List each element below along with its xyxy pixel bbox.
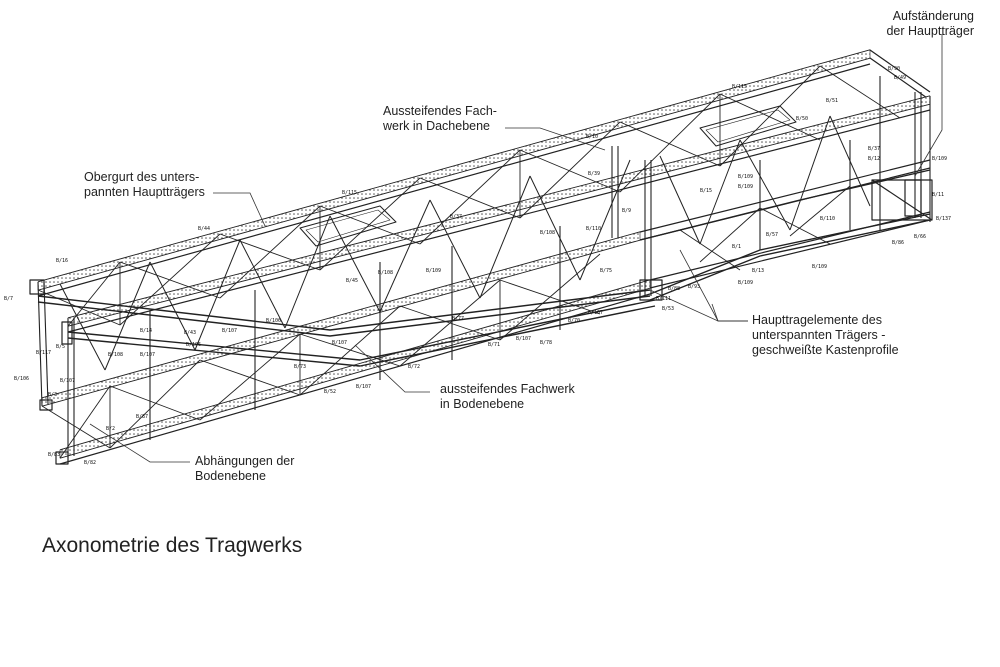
- member-tag: B/2: [106, 426, 115, 432]
- member-tag: B/106: [266, 318, 281, 324]
- member-tag: B/9: [622, 208, 631, 214]
- member-tag: B/51: [826, 98, 838, 104]
- member-tag: B/78: [540, 340, 552, 346]
- truss-axonometric-drawing: B/90 B/49 B/115 B/51 B/50 B/37 B/12 B/10…: [4, 34, 951, 466]
- callout-bodenebene: aussteifendes Fachwerk in Bodenebene: [440, 382, 575, 412]
- member-tag: B/107: [356, 384, 371, 390]
- member-tag: B/110: [820, 216, 835, 222]
- callout-line: Bodenebene: [195, 469, 266, 483]
- truss-structure: [29, 49, 933, 465]
- callout-line: pannten Hauptträgers: [84, 185, 205, 199]
- member-tag: B/117: [36, 350, 51, 356]
- member-tag: B/12: [868, 156, 880, 162]
- callout-haupttragelemente: Haupttragelemente des unterspannten Träg…: [752, 313, 899, 358]
- member-tag: B/3: [48, 392, 57, 398]
- callout-line: in Bodenebene: [440, 397, 525, 411]
- member-tag: B/16: [56, 258, 68, 264]
- member-tag: B/73: [294, 364, 306, 370]
- member-tag: B/50: [796, 116, 808, 122]
- member-tag: B/45: [346, 278, 358, 284]
- member-tag: B/107: [588, 310, 603, 316]
- member-tag: B/109: [738, 184, 753, 190]
- member-tag: B/110: [586, 226, 601, 232]
- member-tag: B/11: [932, 192, 944, 198]
- member-tag: B/109: [812, 264, 827, 270]
- member-tag: B/15: [700, 188, 712, 194]
- figure-caption: Axonometrie des Tragwerks: [42, 534, 303, 557]
- member-tag: B/75: [600, 268, 612, 274]
- member-tag: B/88: [668, 286, 680, 292]
- member-tag: B/108: [540, 230, 555, 236]
- member-tag: B/107: [140, 352, 155, 358]
- member-tag: B/70: [568, 318, 580, 324]
- member-tag: B/10: [586, 134, 598, 140]
- callout-line: geschweißte Kastenprofile: [752, 343, 899, 357]
- callout-line: Abhängungen der: [195, 454, 295, 468]
- member-tag: B/107: [60, 378, 75, 384]
- floor-bracing: [41, 185, 851, 459]
- member-tag: B/52: [324, 389, 336, 395]
- callout-line: Aussteifendes Fach-: [383, 104, 497, 118]
- member-tag: B/90: [888, 66, 900, 72]
- member-tag: B/106: [186, 342, 201, 348]
- callout-line: werk in Dachebene: [383, 119, 491, 133]
- callout-aufstaenderung: Aufständerung der Hauptträger: [886, 9, 974, 39]
- member-tag: B/5: [56, 344, 65, 350]
- callout-line: unterspannten Trägers -: [752, 328, 886, 342]
- member-tag: B/87: [136, 414, 148, 420]
- member-tag: B/66: [914, 234, 926, 240]
- member-tag: B/93: [688, 284, 700, 290]
- member-tag: B/108: [108, 352, 123, 358]
- callout-dachebene: Aussteifendes Fach- werk in Dachebene: [383, 104, 497, 134]
- member-tag: B/7: [4, 296, 13, 302]
- end-frames: [29, 179, 933, 465]
- member-tag: B/43: [184, 330, 196, 336]
- callout-abhaengungen: Abhängungen der Bodenebene: [195, 454, 294, 484]
- member-tag: B/37: [450, 214, 462, 220]
- member-tag: B/86: [892, 240, 904, 246]
- member-tag: B/71: [488, 342, 500, 348]
- member-tag: B/107: [332, 340, 347, 346]
- member-tag: B/1: [732, 244, 741, 250]
- member-tag: B/137: [936, 216, 951, 222]
- member-tag: B/115: [732, 84, 747, 90]
- callout-line: Obergurt des unters-: [84, 170, 200, 184]
- member-tag: B/109: [738, 280, 753, 286]
- member-tag: B/111: [656, 296, 671, 302]
- member-tag: B/107: [516, 336, 531, 342]
- callout-line: Haupttragelemente des: [752, 313, 882, 327]
- leader-lines: [89, 34, 943, 463]
- member-tag: B/49: [894, 75, 906, 81]
- member-tag: B/57: [766, 232, 778, 238]
- callout-line: aussteifendes Fachwerk: [440, 382, 575, 396]
- member-tag: B/53: [662, 306, 674, 312]
- member-tag: B/77: [452, 316, 464, 322]
- callout-obergurt: Obergurt des unters- pannten Hauptträger…: [84, 170, 205, 200]
- member-tag: B/82: [84, 460, 96, 466]
- front-truss-web: [59, 115, 871, 371]
- member-tag: B/13: [752, 268, 764, 274]
- member-tag: B/72: [408, 364, 420, 370]
- member-tag: B/109: [426, 268, 441, 274]
- vertical-hangers: [37, 76, 931, 458]
- member-tag: B/115: [342, 190, 357, 196]
- member-tag: B/109: [932, 156, 947, 162]
- member-tag: B/106: [14, 376, 29, 382]
- member-tag: B/107: [222, 328, 237, 334]
- member-tag: B/44: [198, 226, 210, 232]
- member-tags: B/90 B/49 B/115 B/51 B/50 B/37 B/12 B/10…: [4, 66, 951, 466]
- callout-line: der Hauptträger: [886, 24, 974, 38]
- member-tag: B/109: [738, 174, 753, 180]
- member-tag: B/39: [588, 171, 600, 177]
- callout-line: Aufständerung: [892, 9, 974, 23]
- member-tag: B/83: [48, 452, 60, 458]
- member-tag: B/37: [868, 146, 880, 152]
- member-tag: B/14: [140, 328, 152, 334]
- member-tag: B/108: [378, 270, 393, 276]
- roof-bracing: [37, 65, 901, 327]
